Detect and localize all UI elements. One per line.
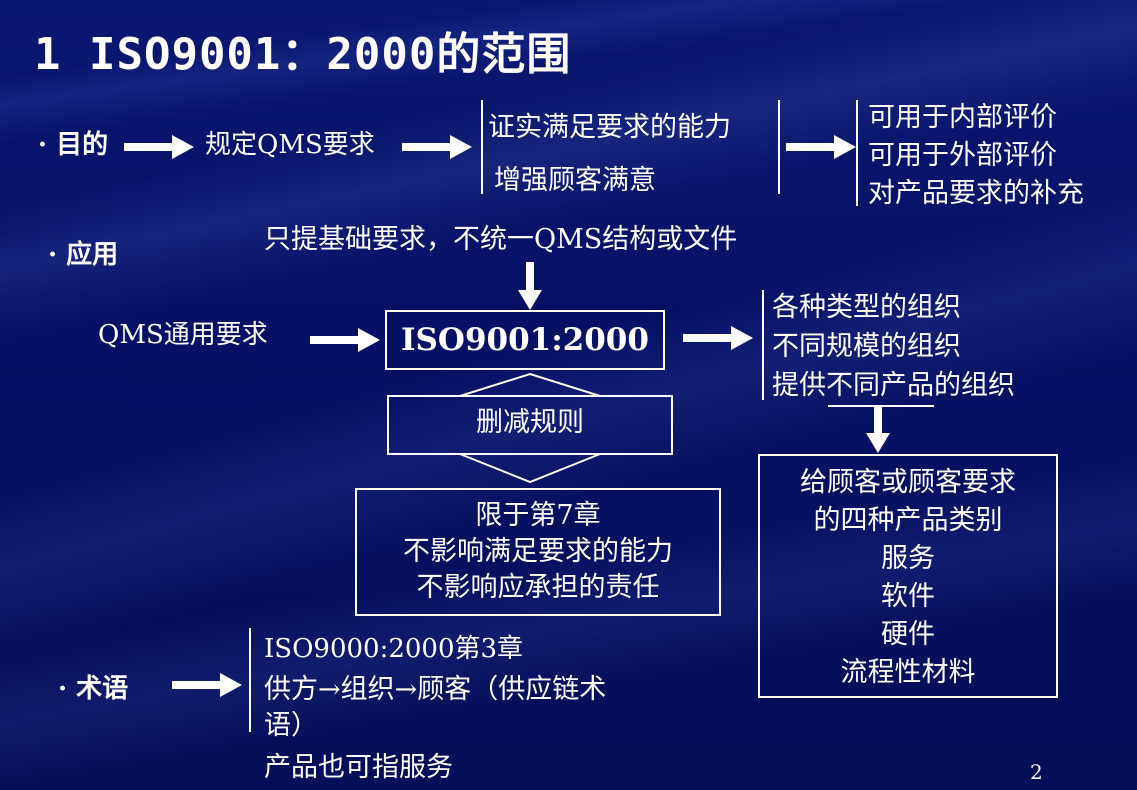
arrow-right-icon — [786, 135, 856, 159]
org-type-1: 各种类型的组织 — [772, 292, 961, 323]
purpose-goal-2: 增强顾客满意 — [494, 165, 656, 196]
purpose-use-2: 可用于外部评价 — [868, 140, 1057, 171]
application-label: · 应用 — [48, 240, 119, 270]
terms-label: · 术语 — [58, 674, 129, 704]
reduction-rule-label: 删减规则 — [476, 407, 584, 438]
product-service: 服务 — [881, 543, 935, 574]
terms-line-2: 供方→组织→顾客（供应链术 — [264, 674, 607, 705]
bracket-line — [249, 628, 251, 732]
arrow-right-icon — [172, 673, 242, 697]
underline — [828, 405, 934, 407]
terms-line-4: 产品也可指服务 — [264, 752, 453, 783]
terms-line-3: 语） — [264, 710, 318, 741]
org-type-3: 提供不同产品的组织 — [772, 370, 1015, 401]
product-software: 软件 — [881, 581, 935, 612]
reduction-rule-shape — [387, 372, 673, 484]
product-line-2: 的四种产品类别 — [813, 505, 1003, 536]
arrow-down-icon — [518, 262, 542, 310]
bracket-line — [778, 100, 780, 194]
standard-box: ISO9001:2000 — [385, 310, 665, 370]
bracket-line — [856, 100, 858, 206]
page-title: 1 ISO9001：2000的范围 — [34, 29, 572, 80]
arrow-right-icon — [310, 328, 380, 352]
limit-2: 不影响满足要求的能力 — [403, 536, 673, 567]
limit-1: 限于第7章 — [475, 500, 601, 531]
product-processed-material: 流程性材料 — [840, 657, 976, 688]
arrow-right-icon — [402, 135, 472, 159]
arrow-right-icon — [124, 135, 194, 159]
standard-name: ISO9001:2000 — [401, 322, 649, 358]
org-type-2: 不同规模的组织 — [772, 331, 961, 362]
page-number: 2 — [1030, 760, 1043, 784]
qms-general-requirements: QMS通用要求 — [98, 320, 268, 350]
product-line-1: 给顾客或顾客要求 — [800, 467, 1016, 498]
purpose-goal-1: 证实满足要求的能力 — [488, 112, 731, 143]
product-categories-box: 给顾客或顾客要求 的四种产品类别 服务 软件 硬件 流程性材料 — [758, 454, 1058, 698]
purpose-spec: 规定QMS要求 — [205, 130, 375, 160]
basic-requirements-note: 只提基础要求，不统一QMS结构或文件 — [264, 224, 738, 255]
limit-3: 不影响应承担的责任 — [416, 572, 660, 603]
purpose-label: · 目的 — [38, 130, 109, 160]
arrow-right-icon — [683, 326, 753, 350]
purpose-use-1: 可用于内部评价 — [868, 102, 1057, 133]
terms-line-1: ISO9000:2000第3章 — [264, 634, 524, 664]
product-hardware: 硬件 — [881, 619, 935, 650]
purpose-use-3: 对产品要求的补充 — [868, 178, 1084, 209]
bracket-line — [481, 100, 483, 194]
bracket-line — [762, 290, 764, 400]
arrow-down-icon — [866, 407, 890, 453]
reduction-limits-box: 限于第7章 不影响满足要求的能力 不影响应承担的责任 — [355, 488, 721, 616]
